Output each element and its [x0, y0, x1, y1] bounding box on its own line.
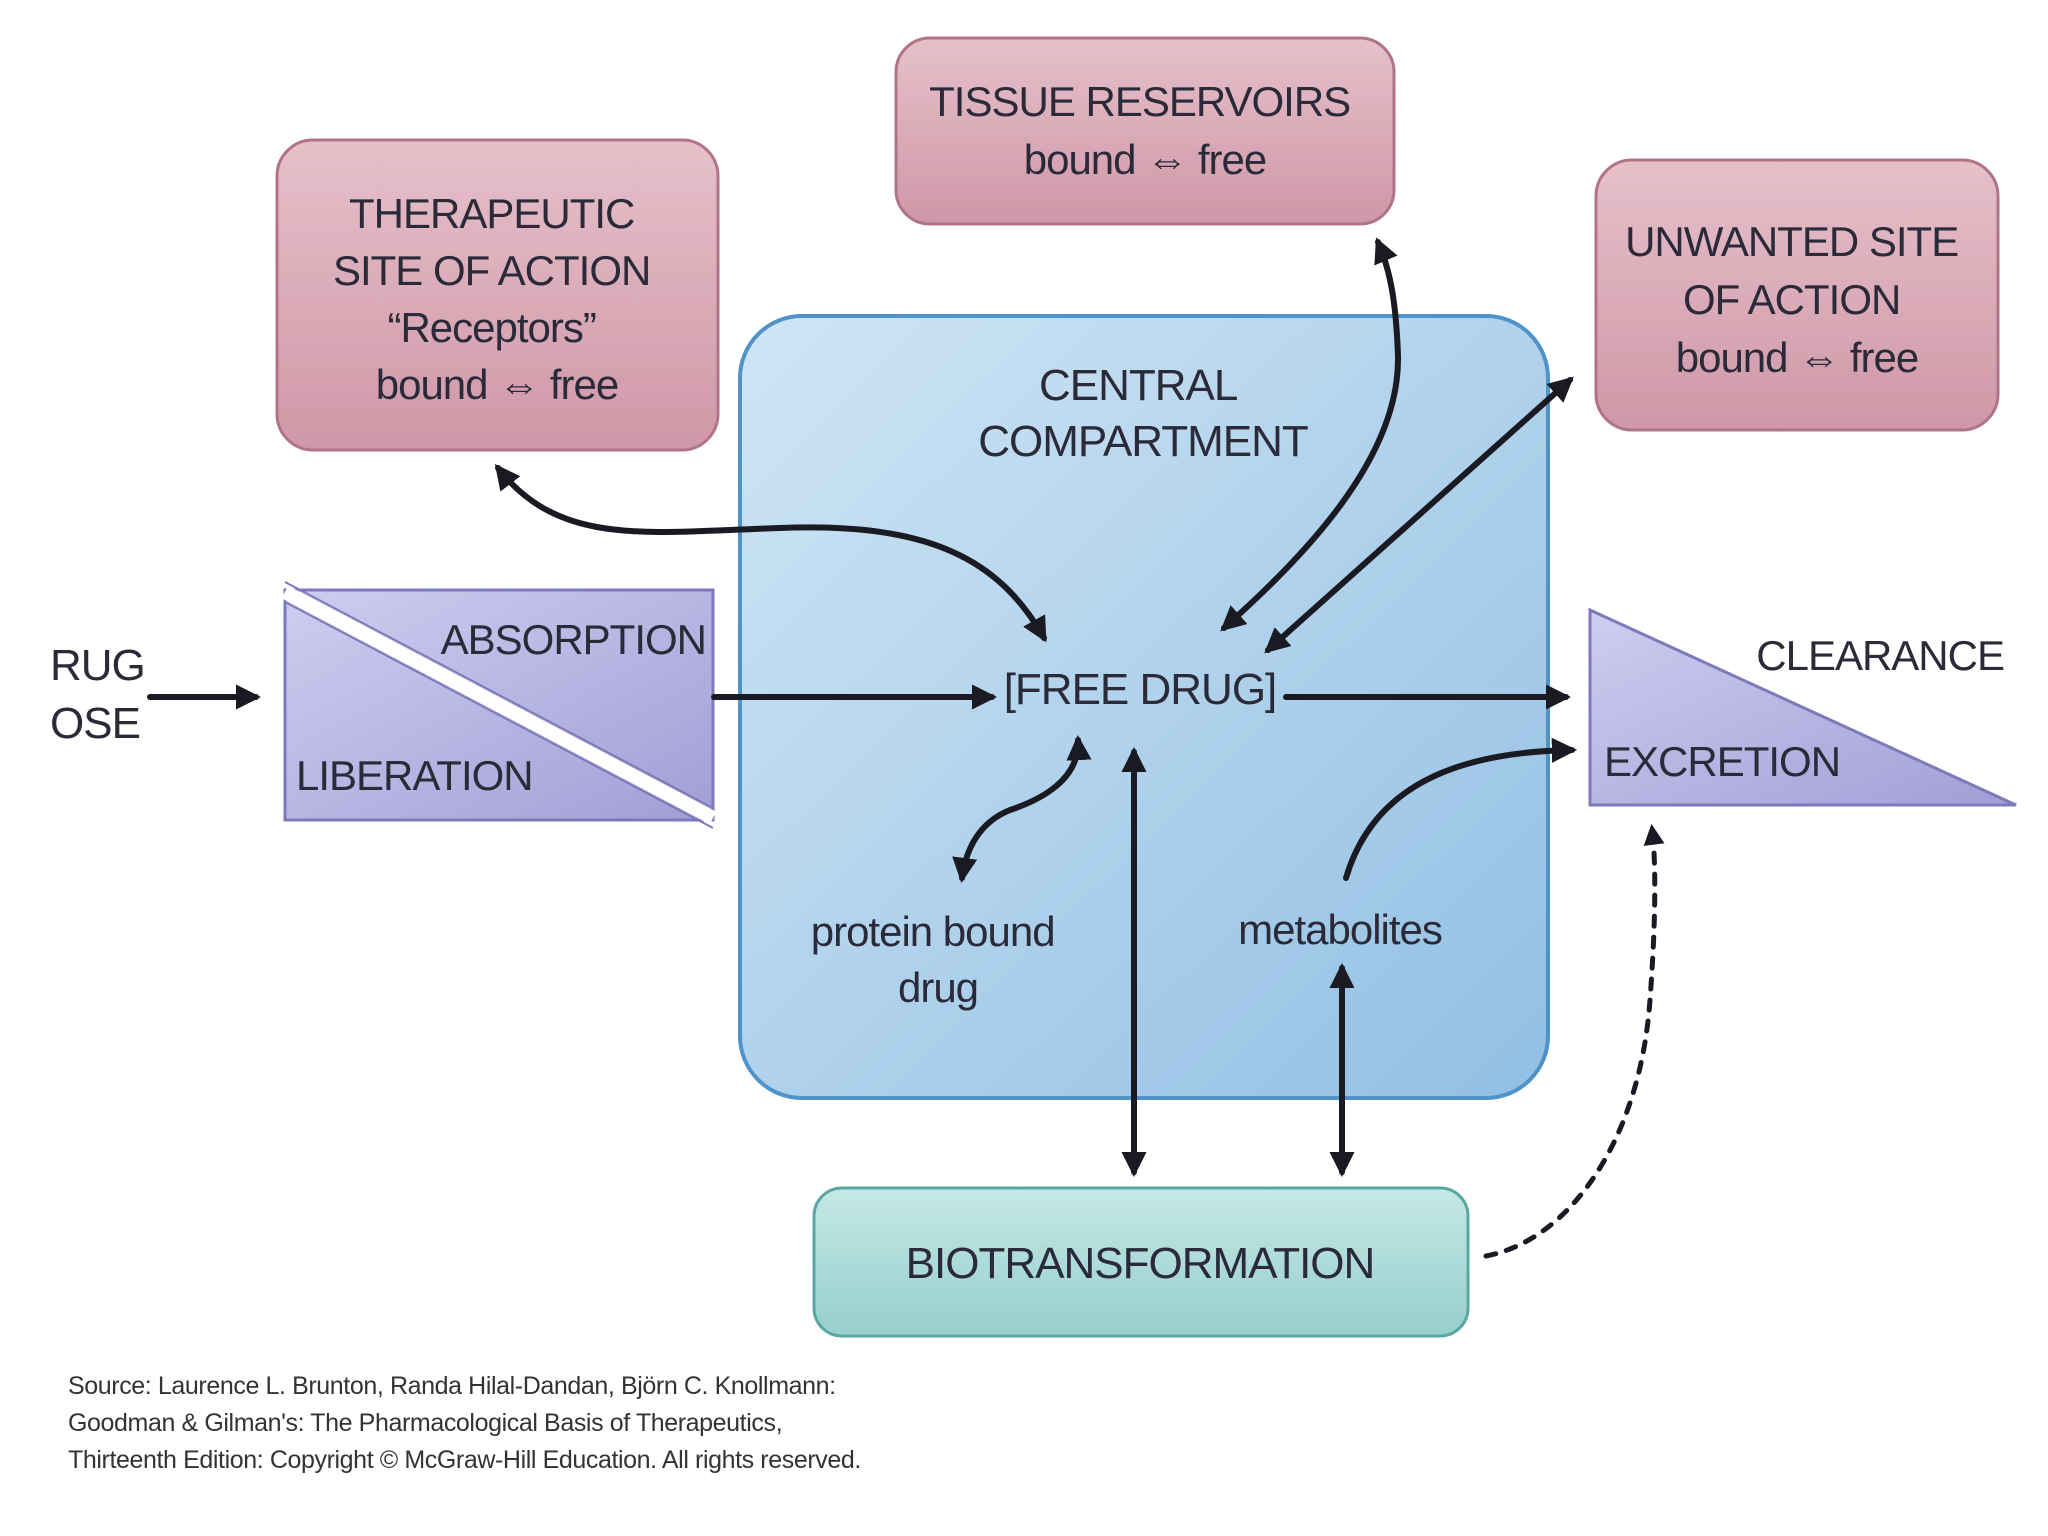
arrow-biotransformation-to-excretion-dashed [1483, 823, 1665, 1259]
absorption-label: ABSORPTION [441, 616, 706, 663]
source-citation: Source: Laurence L. Brunton, Randa Hilal… [68, 1368, 1268, 1479]
biotransformation-box [812, 1186, 1470, 1338]
therapeutic-site-box [275, 138, 720, 452]
therapeutic-site-label: THERAPEUTIC SITE OF ACTION “Receptors” b… [333, 190, 661, 408]
tissue-reservoirs-label: TISSUE RESERVOIRS bound ⇔ free [929, 78, 1361, 183]
metabolites-label: metabolites [1238, 906, 1442, 953]
source-line: Source: Laurence L. Brunton, Randa Hilal… [68, 1372, 836, 1400]
biotransformation-label: BIOTRANSFORMATION [906, 1239, 1375, 1288]
protein-bound-drug-label: protein bound drug [811, 908, 1066, 1011]
source-line: Goodman & Gilman's: The Pharmacological … [68, 1409, 783, 1437]
free-drug-label: [FREE DRUG] [1004, 665, 1277, 714]
arrow-metabolites-to-excretion [1343, 737, 1578, 881]
tissue-reservoirs-box [894, 36, 1396, 226]
unwanted-site-label: UNWANTED SITE OF ACTION bound ⇔ free [1625, 218, 1969, 381]
source-line: Thirteenth Edition: Copyright © McGraw-H… [68, 1446, 861, 1474]
arrow-free-drug-therapeutic [494, 464, 1047, 643]
clearance-label: CLEARANCE [1756, 632, 2004, 679]
arrow-free-drug-unwanted [1264, 376, 1574, 654]
liberation-label: LIBERATION [296, 752, 533, 799]
excretion-label: EXCRETION [1604, 738, 1840, 785]
arrow-free-drug-protein-bound [952, 734, 1092, 883]
drug-dose-label: RUG OSE [50, 641, 156, 748]
clearance-triangle [1588, 607, 2017, 807]
unwanted-site-box [1594, 158, 2000, 432]
